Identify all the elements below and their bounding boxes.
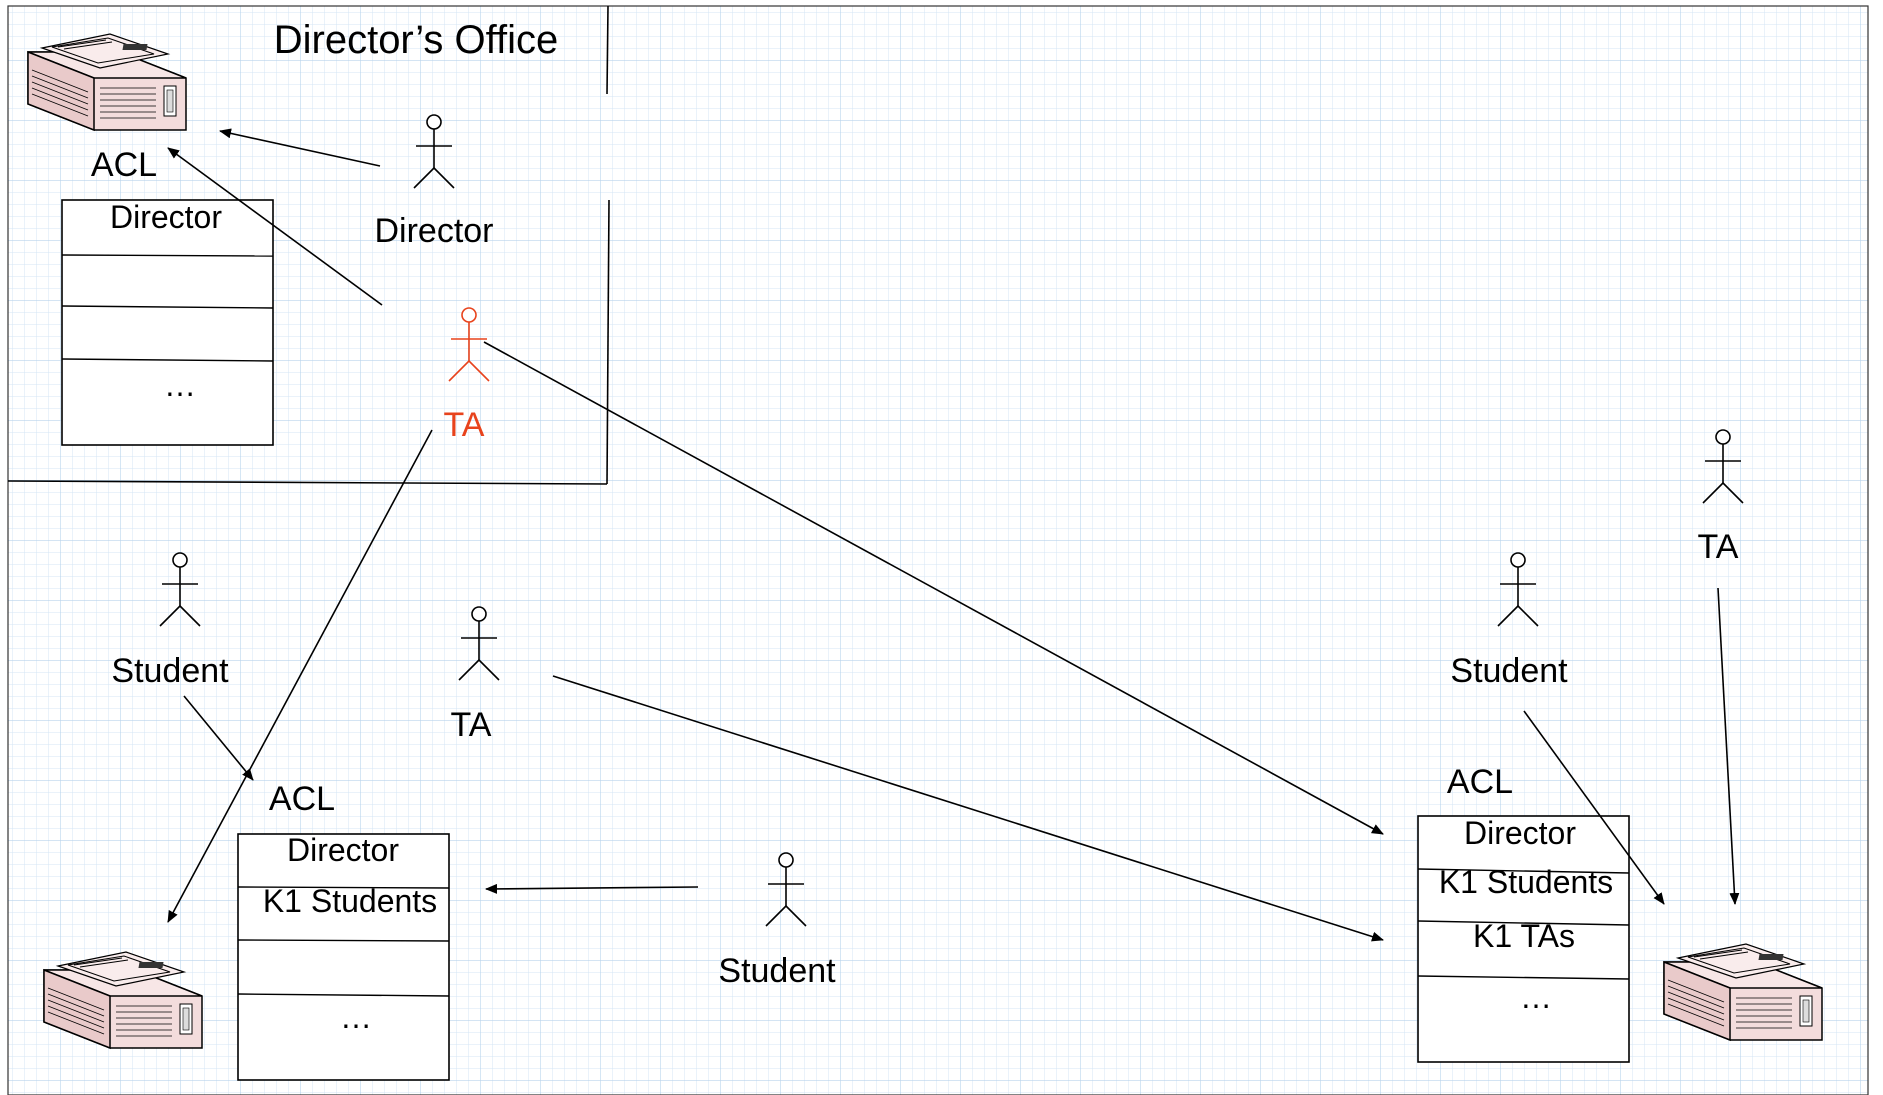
acl-entry: Director xyxy=(110,199,222,235)
acl-label-left: ACL xyxy=(269,780,335,818)
acl-table-office: Director … xyxy=(61,199,274,446)
access-arrows xyxy=(167,128,1740,942)
arrow-ta-to-right-printer xyxy=(1717,587,1740,905)
arrow-ta-office-to-right-acl xyxy=(483,341,1384,835)
arrow-director-to-office-acl xyxy=(219,128,381,167)
actor-director: Director xyxy=(374,212,493,250)
actor-student-bottom: Student xyxy=(718,952,836,990)
acl-table-left: Director K1 Students … xyxy=(237,832,450,1081)
acl-entry: … xyxy=(340,999,372,1035)
actor-ta-right: TA xyxy=(1698,528,1739,566)
actor-student-left: Student xyxy=(111,652,229,690)
arrow-ta-to-office-acl xyxy=(167,147,383,306)
arrow-student-to-right-printer xyxy=(1523,710,1665,905)
acl-entry: K1 Students xyxy=(263,883,437,919)
acl-table-right: Director K1 Students K1 TAs … xyxy=(1417,815,1630,1063)
arrow-ta-to-right-acl xyxy=(552,675,1384,942)
office-title: Director’s Office xyxy=(274,18,559,62)
directors-office-walls xyxy=(7,5,610,485)
acl-label-office: ACL xyxy=(91,146,157,184)
acl-entry: … xyxy=(164,367,196,403)
acl-label-right: ACL xyxy=(1447,763,1513,801)
acl-entry: K1 TAs xyxy=(1473,918,1575,954)
actor-ta-office: TA xyxy=(444,406,485,444)
acl-entry: K1 Students xyxy=(1439,864,1613,900)
acl-entry: Director xyxy=(287,832,399,868)
arrow-student-to-left-acl xyxy=(183,695,254,781)
diagram-border xyxy=(7,5,1869,1095)
acl-entry: … xyxy=(1520,979,1552,1015)
arrow-student-to-left-acl-table xyxy=(485,883,699,894)
arrow-ta-office-to-left-printer xyxy=(167,429,433,923)
acl-entry: Director xyxy=(1464,815,1576,851)
actor-ta-middle: TA xyxy=(451,706,492,744)
actor-student-right: Student xyxy=(1450,652,1568,690)
